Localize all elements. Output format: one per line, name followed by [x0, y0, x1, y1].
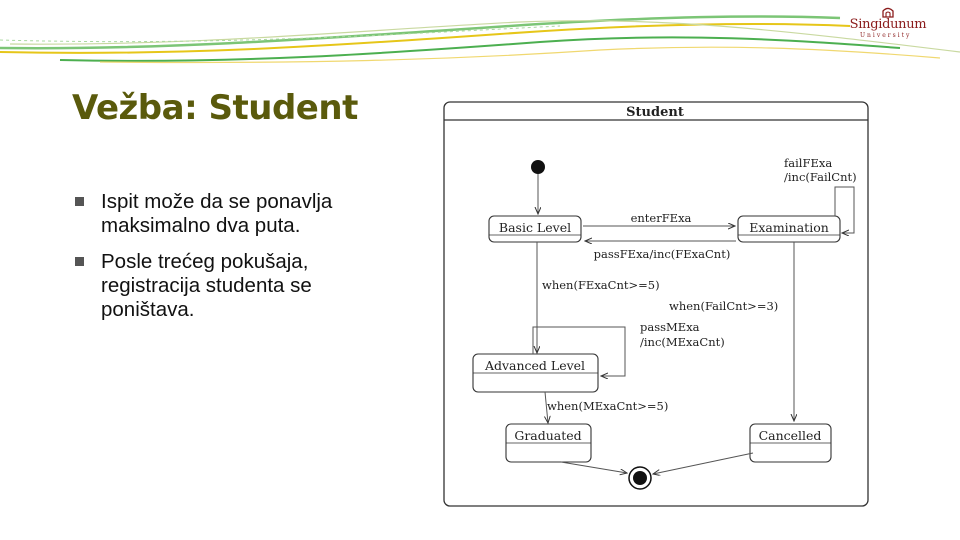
bullet-text: Ispit može da se ponavlja maksimalno dva…	[101, 190, 333, 237]
label-when-failcnt: when(FailCnt>=3)	[669, 299, 778, 313]
label-fail-fexa: failFExa	[784, 156, 832, 170]
state-graduated: Graduated	[505, 423, 592, 463]
bullet-item: Posle trećeg pokušaja, registracija stud…	[74, 250, 404, 322]
state-examination: Examination	[737, 215, 841, 243]
crest-icon	[882, 7, 894, 18]
slide-title: Vežba: Student	[72, 88, 358, 128]
bullet-list: Ispit može da se ponavlja maksimalno dva…	[74, 190, 404, 334]
state-basic-level: Basic Level	[488, 215, 582, 243]
state-advanced-level-label: Advanced Level	[484, 358, 585, 373]
label-when-mexacnt: when(MExaCnt>=5)	[547, 399, 668, 413]
state-advanced-level: Advanced Level	[472, 353, 599, 393]
square-bullet-icon	[75, 197, 84, 206]
label-pass-mexa: passMExa	[640, 320, 700, 334]
state-diagram: Student Basic Level Examination enterFEx…	[443, 101, 869, 507]
square-bullet-icon	[75, 257, 84, 266]
label-inc-failcnt: /inc(FailCnt)	[784, 170, 857, 184]
header-swoosh-decoration	[0, 15, 960, 64]
state-graduated-label: Graduated	[514, 428, 581, 443]
bullet-item: Ispit može da se ponavlja maksimalno dva…	[74, 190, 404, 238]
singidunum-logo: Singidunum University	[838, 6, 938, 46]
label-enter-fexa: enterFExa	[631, 211, 692, 225]
initial-state	[531, 160, 545, 174]
state-basic-level-label: Basic Level	[499, 220, 571, 235]
label-pass-fexa: passFExa/inc(FExaCnt)	[594, 247, 731, 261]
state-examination-label: Examination	[749, 220, 829, 235]
logo-subtitle: University	[860, 32, 912, 39]
logo-name: Singidunum	[849, 17, 927, 32]
state-cancelled-label: Cancelled	[759, 428, 822, 443]
state-cancelled: Cancelled	[749, 423, 832, 463]
diagram-title: Student	[626, 105, 684, 120]
final-state	[628, 466, 652, 490]
diagram-frame	[443, 101, 869, 507]
bullet-text: Posle trećeg pokušaja, registracija stud…	[101, 250, 312, 321]
label-when-fexacnt: when(FExaCnt>=5)	[542, 278, 660, 292]
label-inc-mexacnt: /inc(MExaCnt)	[640, 335, 725, 349]
